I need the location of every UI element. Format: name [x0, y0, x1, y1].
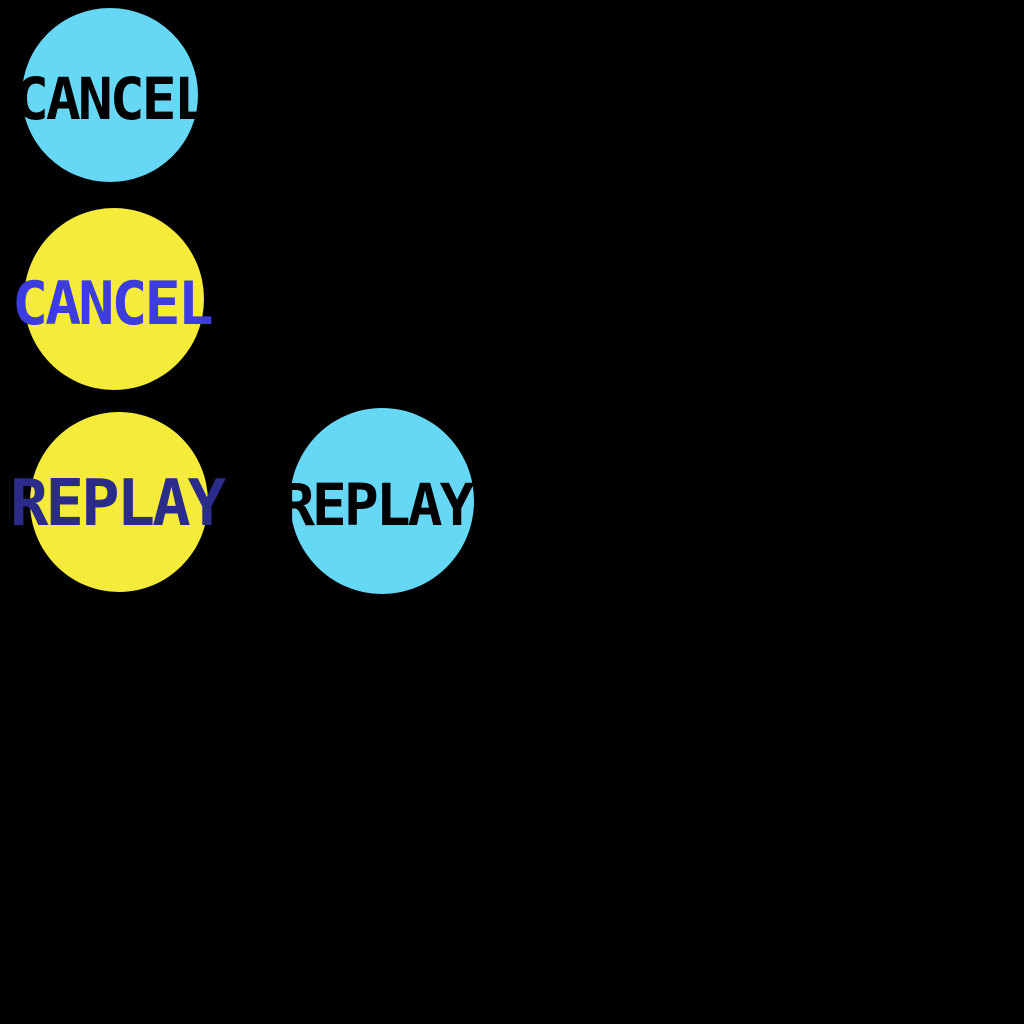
cancel-button-yellow-label: CANCEL	[12, 269, 214, 339]
cancel-button-cyan-label: CANCEL	[14, 65, 209, 133]
replay-button-yellow[interactable]	[30, 412, 208, 592]
cancel-button-cyan[interactable]	[22, 8, 198, 182]
replay-button-cyan[interactable]	[290, 408, 474, 594]
cancel-button-yellow[interactable]	[24, 208, 204, 390]
replay-button-yellow-label: REPLAY	[10, 467, 226, 541]
replay-button-cyan-label: REPLAY	[280, 471, 475, 539]
